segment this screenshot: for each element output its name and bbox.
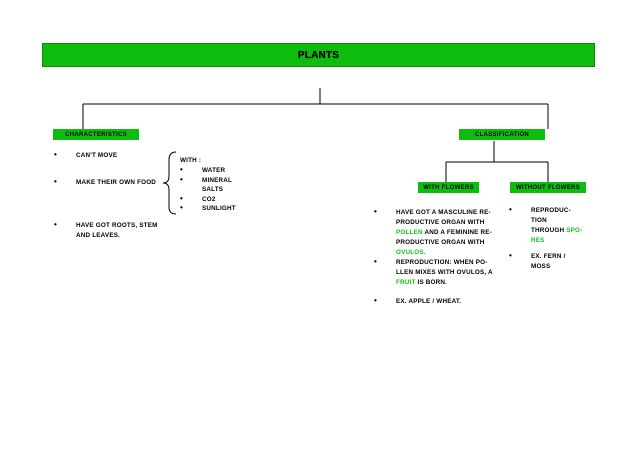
with-flowers-line: LLEN MIXES WITH OVULOS, A	[396, 269, 493, 276]
with-flowers-label: WITH FLOWERS	[423, 184, 474, 191]
with-item: CO2	[181, 194, 216, 205]
with-item: MINERAL	[180, 175, 232, 186]
with-flowers-line: EX. APPLE / WHEAT.	[374, 296, 461, 307]
with-flowers-line-rest: AND A FEMININE RE-	[422, 229, 492, 236]
characteristics-box: CHARACTERISTICS	[53, 129, 139, 140]
fruit-highlight: FRUIT	[396, 279, 416, 286]
with-flowers-line-rest: IS BORN.	[415, 279, 448, 286]
characteristic-item: HAVE GOT ROOTS, STEM	[54, 220, 158, 231]
with-flowers-line: POLLEN AND A FEMININE RE-	[396, 228, 492, 238]
with-flowers-line: FRUIT IS BORN.	[396, 278, 447, 288]
with-label: WITH :	[180, 157, 202, 164]
classification-box: CLASSIFICATION	[459, 129, 545, 140]
with-flowers-line: PRODUCTIVE ORGAN WITH	[396, 239, 485, 246]
characteristics-label: CHARACTERISTICS	[65, 131, 127, 138]
with-item: WATER	[180, 165, 225, 176]
characteristic-item-cont: AND LEAVES.	[76, 232, 121, 239]
without-flowers-line: MOSS	[531, 263, 551, 270]
classification-label: CLASSIFICATION	[474, 131, 530, 138]
without-flowers-line: EX. FERN /	[509, 251, 566, 262]
with-flowers-line: REPRODUCTION: WHEN PO-	[374, 257, 488, 268]
ovulos-highlight: OVULOS.	[396, 249, 426, 256]
title-bar: PLANTS	[42, 43, 595, 67]
pollen-highlight: POLLEN	[396, 229, 423, 236]
with-item: SUNLIGHT	[180, 203, 236, 214]
without-flowers-label: WITHOUT FLOWERS	[515, 184, 581, 191]
without-flowers-line-part: THROUGH	[531, 227, 567, 234]
characteristic-item: MAKE THEIR OWN FOOD	[54, 177, 156, 188]
without-flowers-line: TION	[531, 217, 547, 224]
spores-highlight-cont: RES	[531, 237, 545, 244]
without-flowers-line: THROUGH SPO-	[531, 226, 582, 236]
characteristic-item: CAN'T MOVE	[54, 150, 117, 161]
with-flowers-box: WITH FLOWERS	[418, 182, 479, 193]
page-title: PLANTS	[297, 49, 340, 61]
with-flowers-line: PRODUCTIVE ORGAN WITH	[396, 219, 485, 226]
with-item-cont: SALTS	[202, 186, 224, 193]
without-flowers-box: WITHOUT FLOWERS	[510, 182, 586, 193]
with-flowers-line: HAVE GOT A MASCULINE RE-	[374, 207, 491, 218]
without-flowers-line: REPRODUC-	[509, 205, 571, 216]
spores-highlight: SPO-	[566, 227, 583, 234]
